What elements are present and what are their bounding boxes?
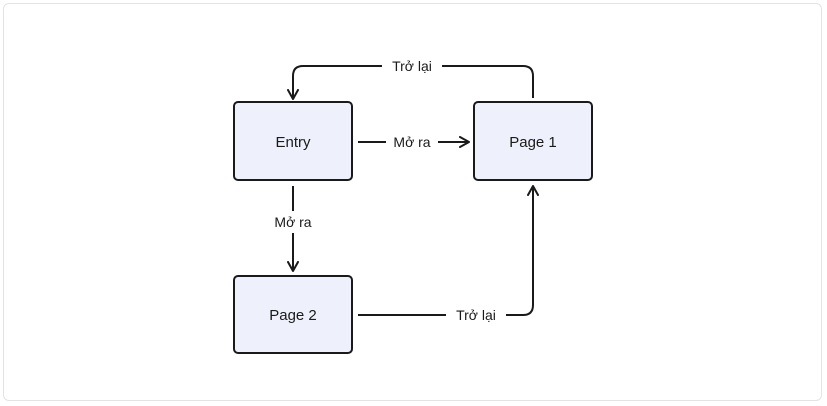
node-page2[interactable]: Page 2 [233, 275, 353, 354]
edge-label-entry-to-page1: Mở ra [393, 134, 430, 150]
node-label-entry: Entry [275, 134, 311, 151]
edge-entry-to-page1: Mở ra [358, 131, 470, 153]
edge-label-entry-to-page2: Mở ra [274, 214, 311, 230]
edge-entry-to-page2: Mở ra [266, 186, 320, 272]
edge-page2-to-page1: Trở lại [358, 185, 539, 326]
edge-label-page1-to-entry: Trở lại [392, 58, 432, 74]
edge-label-page2-to-page1: Trở lại [456, 307, 496, 323]
node-label-page1: Page 1 [509, 134, 557, 151]
node-label-page2: Page 2 [269, 307, 317, 324]
node-entry[interactable]: Entry [233, 101, 353, 181]
edge-page1-to-entry: Trở lại [287, 55, 534, 100]
node-page1[interactable]: Page 1 [473, 101, 593, 181]
